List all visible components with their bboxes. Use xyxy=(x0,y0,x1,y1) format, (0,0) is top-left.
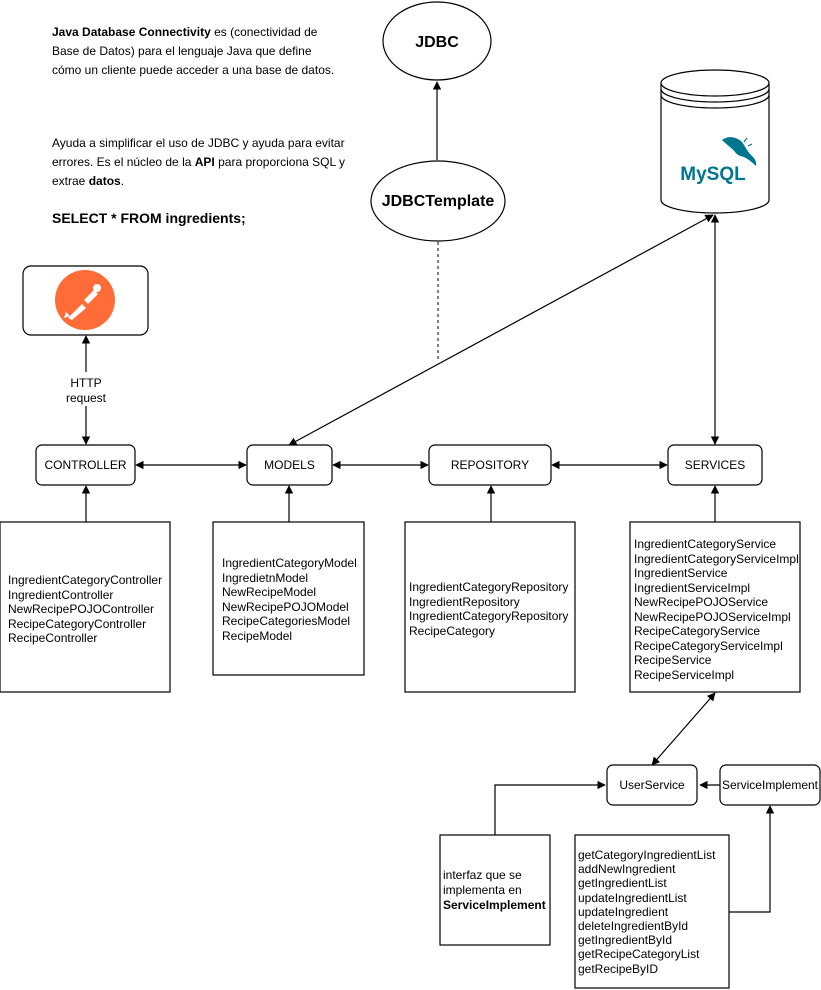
userservice-node: UserService xyxy=(606,764,698,806)
methods-list-box xyxy=(574,834,730,989)
repository-node: REPOSITORY xyxy=(428,444,552,486)
list-item: IngredientCategoryService xyxy=(634,537,777,551)
list-item: NewRecipePOJOController xyxy=(8,602,155,616)
postman-client xyxy=(22,265,149,336)
sql-query: SELECT * FROM ingredients; xyxy=(52,210,246,226)
list-item: getIngredientById xyxy=(578,933,673,948)
controller-label: CONTROLLER xyxy=(44,458,126,472)
service-list: IngredientCategoryService IngredientCate… xyxy=(634,537,799,682)
list-item: IngredientCategoryRepository xyxy=(409,609,569,623)
edge-interface-note-to-userservice xyxy=(494,780,606,835)
services-node: SERVICES xyxy=(667,444,763,486)
edge-servicelist-userservice xyxy=(651,692,716,766)
controller-node: CONTROLLER xyxy=(35,444,136,486)
list-item: IngredientCategoryRepository xyxy=(409,580,569,594)
list-item: RecipeCategoryServiceImpl xyxy=(634,638,783,653)
jdbctemplate-node: JDBCTemplate xyxy=(370,160,506,242)
jdbctemplate-description: Ayuda a simplificar el uso de JDBC y ayu… xyxy=(52,136,346,188)
jdbc-node: JDBC xyxy=(382,1,492,81)
list-item: IngredientServiceImpl xyxy=(634,580,751,595)
list-item: RecipeCategory xyxy=(409,623,496,638)
list-item: RecipeController xyxy=(8,631,98,645)
mysql-logo-text: MySQL xyxy=(680,164,746,185)
interface-note: interfaz que se implementa en ServiceImp… xyxy=(443,868,546,912)
jdbc-description-bold: Java Database Connectivity xyxy=(52,25,211,39)
list-item: IngredientRepository xyxy=(409,594,520,609)
repository-list-box xyxy=(404,521,576,693)
repository-list: IngredientCategoryRepository IngredientR… xyxy=(409,580,568,638)
models-label: MODELS xyxy=(264,458,315,472)
model-list-box xyxy=(212,521,365,676)
list-item: updateIngredientList xyxy=(578,890,687,905)
interface-note-box xyxy=(439,834,551,946)
list-item: IngredientCategoryController xyxy=(8,573,163,587)
list-item: RecipeCategoryService xyxy=(634,624,761,638)
list-item: RecipeCategoriesModel xyxy=(222,614,351,628)
jdbctemplate-label: JDBCTemplate xyxy=(382,193,495,210)
services-label: SERVICES xyxy=(685,458,745,472)
list-item: IngredientService xyxy=(634,566,728,580)
list-item: getRecipeCategoryList xyxy=(578,947,700,962)
list-item: NewRecipeModel xyxy=(222,585,317,599)
serviceimplement-label: ServiceImplement xyxy=(722,778,819,792)
list-item: NewRecipePOJOServiceImpl xyxy=(634,609,791,624)
methods-list: getCategoryIngredientList addNewIngredie… xyxy=(578,848,715,976)
list-item: IngredietnModel xyxy=(222,570,309,585)
list-item: RecipeModel xyxy=(222,628,293,643)
list-item: getIngredientList xyxy=(578,876,667,891)
list-item: updateIngredient xyxy=(578,904,669,919)
list-item: RecipeCategoryController xyxy=(8,616,147,631)
http-request-label-line1: HTTP xyxy=(70,376,101,390)
mysql-database: MySQL xyxy=(660,69,770,214)
jdbc-description: Java Database Connectivity es (conectivi… xyxy=(52,25,335,77)
list-item: NewRecipePOJOModel xyxy=(222,599,349,614)
repository-label: REPOSITORY xyxy=(451,458,529,472)
service-list-box xyxy=(629,521,801,693)
controller-list: IngredientCategoryController IngredientC… xyxy=(8,573,162,646)
list-item: IngredientController xyxy=(8,587,114,602)
serviceimplement-node: ServiceImplement xyxy=(719,764,821,806)
list-item: getRecipeByID xyxy=(578,961,659,976)
edge-methods-to-serviceimplement xyxy=(729,805,775,913)
edge-models-mysql xyxy=(288,214,714,446)
list-item: deleteIngredientById xyxy=(578,919,689,934)
userservice-label: UserService xyxy=(619,778,685,792)
list-item: IngredientCategoryServiceImpl xyxy=(634,551,799,566)
model-list: IngredientCategoryModel IngredietnModel … xyxy=(222,556,357,643)
http-request-label-line2: request xyxy=(66,391,107,405)
controller-list-box xyxy=(0,521,171,693)
list-item: NewRecipePOJOService xyxy=(634,595,769,609)
models-node: MODELS xyxy=(246,444,333,486)
list-item: RecipeServiceImpl xyxy=(634,667,735,682)
postman-logo-icon xyxy=(55,270,115,330)
jdbc-label: JDBC xyxy=(415,34,459,51)
list-item: addNewIngredient xyxy=(578,862,676,877)
list-item: RecipeService xyxy=(634,653,712,667)
list-item: getCategoryIngredientList xyxy=(578,848,716,862)
mysql-logo-icon: MySQL xyxy=(680,137,757,185)
list-item: IngredientCategoryModel xyxy=(222,556,357,570)
